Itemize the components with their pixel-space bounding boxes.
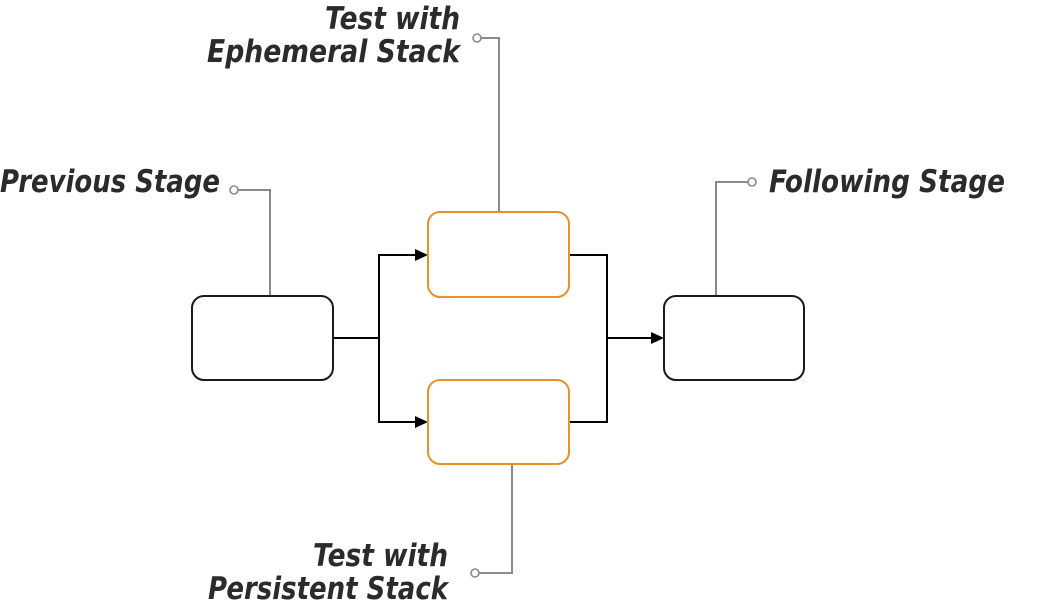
callout-line-ephemeral-test xyxy=(481,37,500,212)
ephemeral-test-box xyxy=(427,211,570,298)
persistent-test-label-line2: Persistent Stack xyxy=(208,571,450,607)
persistent-test-label-line1: Test with xyxy=(313,538,448,574)
callout-dot-following-stage xyxy=(747,177,757,187)
callouts xyxy=(229,33,757,578)
arrowhead-following xyxy=(651,332,664,344)
previous-stage-label: Previous Stage xyxy=(0,164,220,200)
edge-persistent-to-join xyxy=(569,338,608,423)
edge-ephemeral-to-join xyxy=(569,254,608,338)
ephemeral-test-label-line1: Test with xyxy=(325,1,460,37)
arrowhead-ephemeral xyxy=(415,249,428,261)
flow-connectors xyxy=(333,249,664,428)
persistent-test-box xyxy=(427,379,570,465)
callout-dot-previous-stage xyxy=(229,185,239,195)
following-stage-box xyxy=(663,295,805,381)
callout-line-persistent-test xyxy=(479,464,513,574)
edge-split-to-ephemeral xyxy=(378,254,416,338)
arrowhead-persistent xyxy=(415,416,428,428)
callout-dot-persistent-test xyxy=(470,568,480,578)
following-stage-label: Following Stage xyxy=(769,164,1005,200)
ephemeral-test-label-line2: Ephemeral Stack xyxy=(207,34,462,70)
edge-split-to-persistent xyxy=(378,338,416,423)
stage-boxes xyxy=(191,211,805,465)
callout-dot-ephemeral-test xyxy=(472,33,482,43)
callout-line-previous-stage xyxy=(238,189,271,296)
previous-stage-box xyxy=(191,295,334,381)
labels: Previous Stage Test with Ephemeral Stack… xyxy=(0,1,1005,607)
callout-line-following-stage xyxy=(715,181,748,296)
